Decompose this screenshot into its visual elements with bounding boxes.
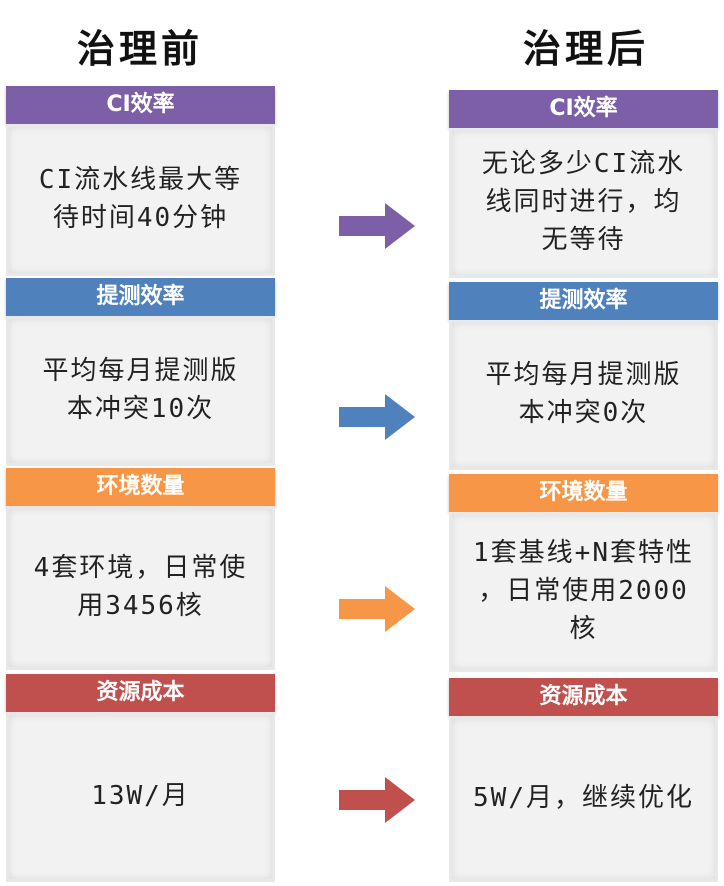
before-cost-line-1: 13W/月 <box>91 781 190 812</box>
after-header-resource-cost: 资源成本 <box>449 678 718 716</box>
after-env-line-3: 核 <box>569 613 598 644</box>
before-env-line-1: 4套环境，日常使 <box>33 553 248 584</box>
after-ci-line-3: 无等待 <box>541 224 626 255</box>
after-box-test-efficiency: 平均每月提测版 本冲突0次 <box>449 320 718 470</box>
before-box-ci-efficiency: CI流水线最大等 待时间40分钟 <box>6 124 275 276</box>
after-header-test-efficiency: 提测效率 <box>449 282 718 320</box>
red-right-arrow-icon <box>339 777 415 823</box>
before-env-line-2: 用3456核 <box>77 591 204 621</box>
after-env-line-1: 1套基线+N套特性 <box>473 538 694 569</box>
after-box-ci-efficiency: 无论多少CI流水 线同时进行，均 无等待 <box>449 128 718 278</box>
after-ci-line-1: 无论多少CI流水 <box>481 149 686 180</box>
after-env-line-2: ，日常使用2000 <box>478 576 689 607</box>
after-test-line-2: 本冲突0次 <box>518 398 649 428</box>
after-test-line-1: 平均每月提测版 <box>485 360 682 391</box>
before-box-env-count: 4套环境，日常使 用3456核 <box>6 506 275 670</box>
before-ci-line-2: 待时间40分钟 <box>52 203 229 233</box>
before-header-resource-cost: 资源成本 <box>6 674 275 712</box>
before-title: 治理前 <box>76 26 203 71</box>
before-header-ci-efficiency: CI效率 <box>6 86 275 124</box>
after-cost-line-1: 5W/月，继续优化 <box>473 783 694 814</box>
before-header-test-efficiency: 提测效率 <box>6 278 275 316</box>
orange-right-arrow-icon <box>339 586 415 632</box>
before-ci-line-1: CI流水线最大等 <box>38 165 243 196</box>
before-test-line-1: 平均每月提测版 <box>42 356 239 387</box>
after-header-ci-efficiency: CI效率 <box>449 90 718 128</box>
before-box-resource-cost: 13W/月 <box>6 712 275 882</box>
after-title: 治理后 <box>522 26 649 71</box>
after-box-env-count: 1套基线+N套特性 ，日常使用2000 核 <box>449 512 718 672</box>
purple-right-arrow-icon <box>339 203 415 249</box>
after-ci-line-2: 线同时进行，均 <box>485 187 682 218</box>
before-box-test-efficiency: 平均每月提测版 本冲突10次 <box>6 316 275 466</box>
before-test-line-2: 本冲突10次 <box>66 394 215 424</box>
before-header-env-count: 环境数量 <box>6 468 275 506</box>
after-box-resource-cost: 5W/月，继续优化 <box>449 716 718 882</box>
after-header-env-count: 环境数量 <box>449 474 718 512</box>
blue-right-arrow-icon <box>339 394 415 440</box>
